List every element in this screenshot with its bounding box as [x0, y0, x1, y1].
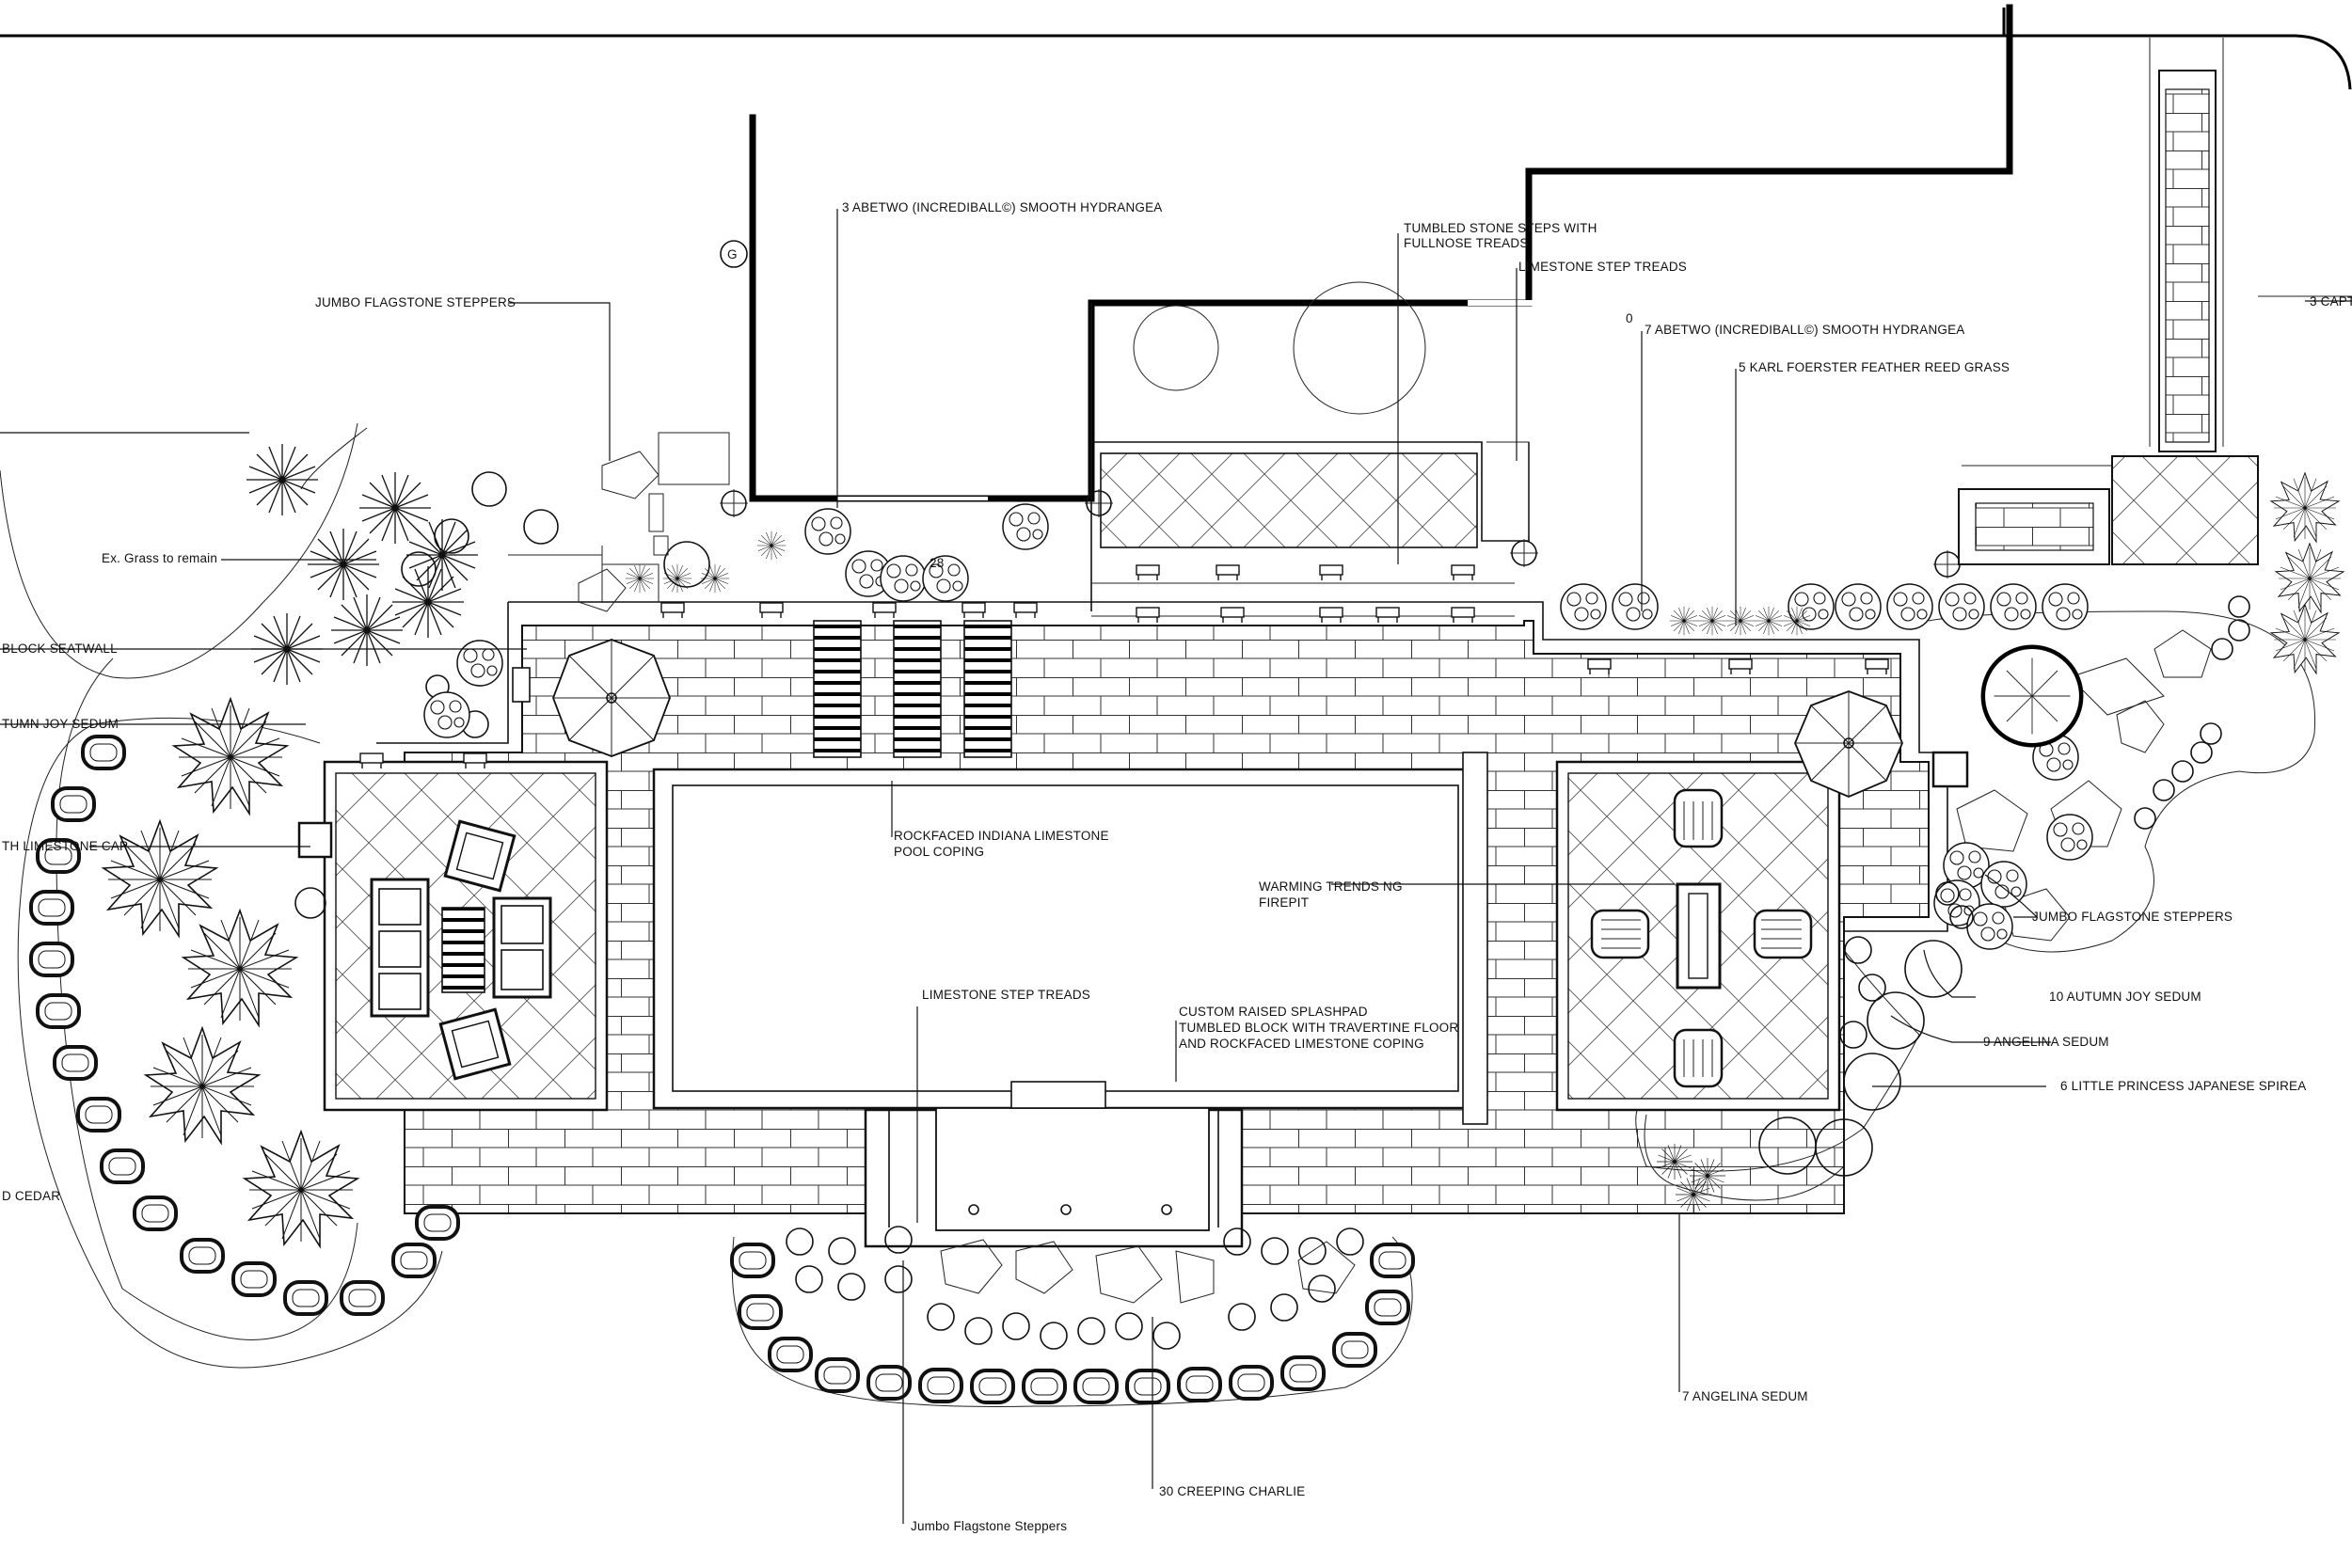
porch-column-1 [1133, 305, 1219, 391]
armchair-top [443, 819, 516, 893]
right-edge-line [1962, 295, 2352, 467]
steps-left [813, 620, 862, 758]
bottom-flagstones [940, 1239, 1356, 1304]
pergola-post-inner [2165, 88, 2210, 443]
left-bed [17, 717, 443, 1369]
right-spirea [1758, 881, 1974, 1177]
label-hydrangea-3: 3 ABETWO (INCREDIBALL©) SMOOTH HYDRANGEA [842, 200, 1163, 214]
pillar-left [297, 821, 333, 859]
label-capt: 3 CAPT [2310, 294, 2352, 309]
spot-marker: 28 [930, 556, 944, 570]
gas-marker [720, 240, 748, 268]
label-splashpad-3: AND ROCKFACED LIMESTONE COPING [1179, 1037, 1424, 1051]
firepit-chair-top [1673, 788, 1724, 848]
label-splashpad-2: TUMBLED BLOCK WITH TRAVERTINE FLOOR [1179, 1021, 1458, 1035]
coffee-table [441, 907, 485, 993]
umbrella-right [1794, 690, 1903, 798]
loveseat [492, 896, 552, 999]
bottom-bed [731, 1236, 1413, 1407]
label-flagstone-top: JUMBO FLAGSTONE STEPPERS [315, 295, 516, 309]
label-spirea-6: 6 LITTLE PRINCESS JAPANESE SPIREA [2060, 1079, 2306, 1093]
label-cedar: D CEDAR [2, 1189, 60, 1203]
bench-inner [1975, 502, 2094, 551]
bottom-right-bed [1635, 949, 1920, 1172]
pillar-right [1931, 751, 1969, 788]
pergola-shrubs [2134, 595, 2250, 830]
firepit-burner [1688, 893, 1708, 979]
armchair-bottom [438, 1007, 512, 1081]
chair-row-mid [1136, 564, 1475, 624]
label-feather-reed: 5 KARL FOERSTER FEATHER REED GRASS [1739, 360, 2010, 374]
jet-3 [1161, 1204, 1172, 1215]
lawn-outline [0, 422, 368, 679]
steps-mid [893, 620, 942, 758]
label-splashpad: CUSTOM RAISED SPLASHPAD [1179, 1005, 1368, 1019]
label-autumn-10: 10 AUTUMN JOY SEDUM [2049, 990, 2201, 1004]
landing-line [1091, 582, 1515, 617]
label-tumbled-steps-2: FULLNOSE TREADS [1404, 236, 1529, 250]
zero-marker: 0 [1626, 311, 1633, 325]
porch-pad [1100, 452, 1478, 548]
label-flagstone-right: JUMBO FLAGSTONE STEPPERS [2032, 910, 2233, 924]
label-limestone-cap: TH LIMESTONE CAP [2, 839, 128, 853]
label-creeping: 30 CREEPING CHARLIE [1159, 1484, 1305, 1498]
pool-water [672, 784, 1459, 1092]
label-hydrangea-7: 7 ABETWO (INCREDIBALL©) SMOOTH HYDRANGEA [1645, 323, 1965, 337]
porch-column-2 [1293, 281, 1426, 415]
label-seatwall: BLOCK SEATWALL [2, 641, 118, 656]
jet-2 [1060, 1204, 1072, 1215]
splashpad-lid [1010, 1081, 1106, 1109]
hydrangea-top [804, 503, 1049, 602]
bottom-sedum [786, 1226, 1364, 1350]
plan-labels: 3 ABETWO (INCREDIBALL©) SMOOTH HYDRANGEA… [2, 200, 2352, 1533]
jet-1 [968, 1204, 979, 1215]
top-beds [508, 432, 730, 612]
pool-edge-bar [1462, 752, 1488, 1125]
splashpad-walls [865, 1110, 1243, 1227]
gas-marker-label: G [727, 247, 738, 261]
label-pool-coping-2: POOL COPING [894, 845, 984, 859]
umbrella-left [552, 639, 671, 757]
label-firepit-2: FIREPIT [1259, 895, 1309, 910]
splashpad-inner [935, 1107, 1210, 1231]
chair-row-left [660, 602, 1038, 619]
pillar-upper-left [512, 667, 531, 703]
label-pool-coping: ROCKFACED INDIANA LIMESTONE [894, 829, 1109, 843]
label-limestone-treads-mid: LIMESTONE STEP TREADS [922, 988, 1090, 1002]
right-bed [1928, 610, 2316, 953]
label-autumn-left: TUMN JOY SEDUM [2, 717, 119, 731]
label-angelina-9: 9 ANGELINA SEDUM [1983, 1035, 2109, 1049]
property-line [0, 8, 2352, 90]
firepit-chair-right [1753, 909, 1813, 959]
label-grass: Ex. Grass to remain [102, 551, 217, 565]
steps-right [963, 620, 1012, 758]
label-firepit: WARMING TRENDS NG [1259, 879, 1403, 894]
bottom-rocks [730, 1243, 1415, 1404]
firepit-chair-left [1590, 909, 1650, 959]
label-tumbled-steps: TUMBLED STONE STEPS WITH [1404, 221, 1597, 235]
pergola-frame [2149, 38, 2224, 447]
firepit-chair-bottom [1673, 1028, 1724, 1088]
right-trees [1980, 472, 2344, 748]
label-flagstone-bottom: Jumbo Flagstone Steppers [911, 1519, 1067, 1533]
porch-step [1486, 441, 1530, 536]
pergola-pad [2111, 455, 2259, 565]
sofa [370, 878, 430, 1018]
leader-lines [0, 209, 2352, 1524]
label-angelina-7: 7 ANGELINA SEDUM [1682, 1389, 1808, 1403]
house-walls [749, 4, 2013, 502]
label-limestone-treads-top: LIMESTONE STEP TREADS [1518, 260, 1687, 274]
